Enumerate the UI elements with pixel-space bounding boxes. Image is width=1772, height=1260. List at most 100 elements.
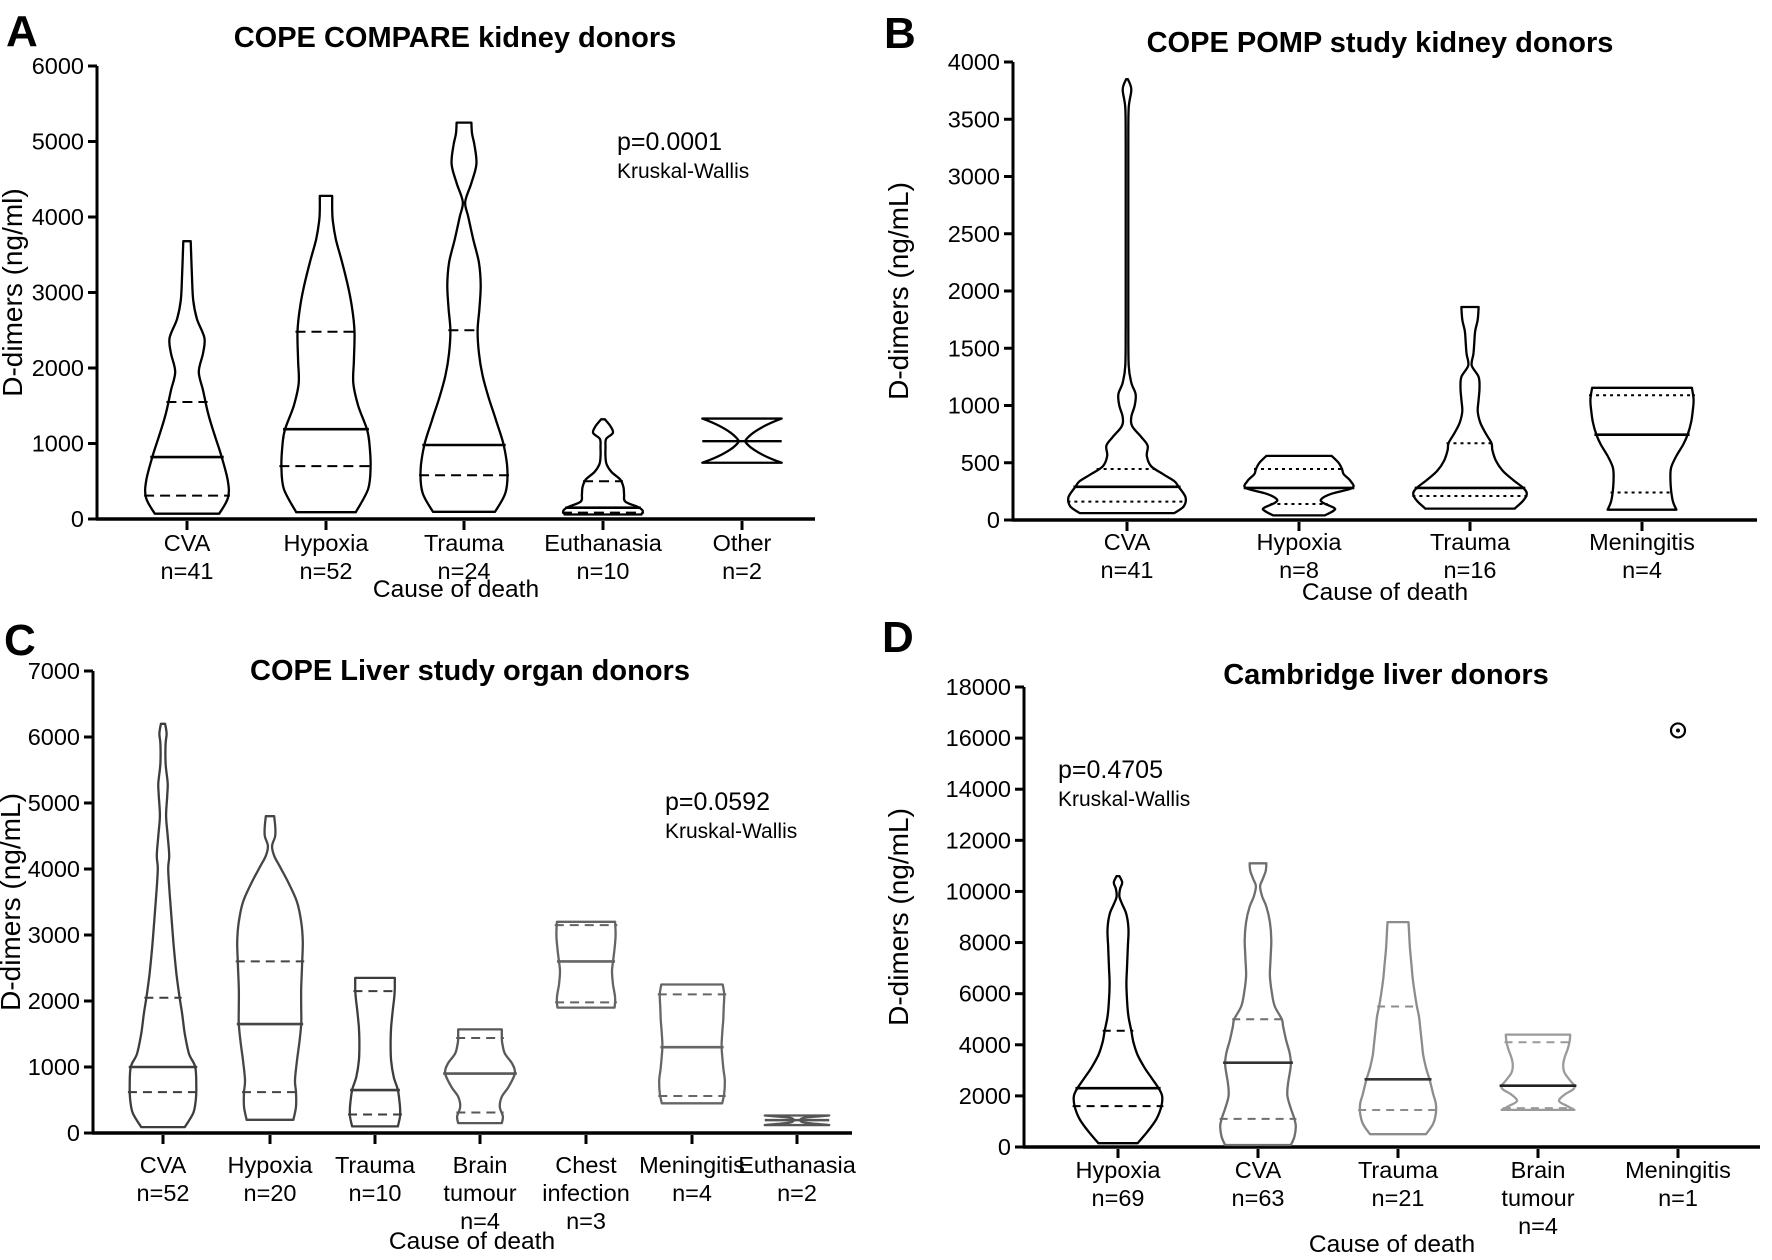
category-label: CVA	[1235, 1157, 1282, 1183]
category-label: CVA	[1104, 529, 1151, 555]
category-label: Trauma	[424, 530, 505, 556]
violin-trauma	[348, 976, 402, 1128]
category-label: Euthanasia	[738, 1152, 857, 1178]
category-label: Hypoxia	[1076, 1157, 1162, 1183]
category-label: CVA	[164, 530, 211, 556]
p-value: p=0.0001	[617, 128, 722, 156]
violin-cva	[1067, 78, 1187, 515]
category-label: Euthanasia	[544, 530, 663, 556]
y-axis-label: D-dimers (ng/mL)	[883, 182, 914, 400]
violin-brain-tumour	[1500, 1033, 1576, 1112]
violin-cva	[128, 722, 198, 1129]
x-axis-label: Cause of death	[1309, 1231, 1475, 1258]
y-tick-label: 2000	[32, 355, 84, 381]
category-label: Other	[713, 530, 772, 556]
panel-title: Cambridge liver donors	[1223, 659, 1549, 691]
category-label: Meningitis	[639, 1152, 745, 1178]
panel-letter: D	[882, 613, 914, 662]
y-tick-label: 2000	[28, 988, 80, 1014]
y-tick-label: 14000	[946, 776, 1011, 802]
panel-title: COPE Liver study organ donors	[250, 655, 690, 687]
y-tick-label: 1500	[948, 335, 1000, 361]
y-axis-label: D-dimers (ng/ml)	[0, 188, 28, 396]
category-label: Trauma	[1430, 529, 1511, 555]
category-n: n=24	[438, 558, 491, 584]
y-tick-label: 4000	[959, 1032, 1011, 1058]
panel-C: C COPE Liver study organ donors p=0.0592Kr…	[0, 616, 857, 1255]
violin-hypoxia	[1243, 454, 1355, 517]
p-value: p=0.0592	[665, 788, 770, 816]
category-n: n=4	[1518, 1213, 1558, 1239]
stat-test-name: Kruskal-Wallis	[665, 820, 797, 843]
y-tick-label: 4000	[32, 204, 84, 230]
category-n: n=4	[672, 1180, 712, 1206]
violin-other	[701, 417, 783, 464]
violin-chest-infection	[555, 920, 617, 1009]
category-n: n=1	[1658, 1185, 1698, 1211]
panel-letter: A	[6, 7, 38, 56]
violin-hypoxia	[280, 194, 372, 514]
category-label: Hypoxia	[1257, 529, 1343, 555]
violin-meningitis	[1589, 386, 1695, 511]
y-tick-label: 3000	[28, 922, 80, 948]
category-label: Hypoxia	[284, 530, 370, 556]
category-label: Trauma	[1358, 1157, 1439, 1183]
y-tick-label: 4000	[28, 856, 80, 882]
category-label: Brain	[453, 1152, 508, 1178]
y-tick-label: 3000	[948, 164, 1000, 190]
category-n: n=69	[1092, 1185, 1145, 1211]
y-tick-label: 1000	[28, 1054, 80, 1080]
category-label: CVA	[140, 1152, 187, 1178]
panel-letter: B	[884, 9, 916, 58]
data-point-circle	[1669, 722, 1687, 739]
violin-trauma	[419, 121, 509, 513]
category-n: n=21	[1372, 1185, 1425, 1211]
y-tick-label: 5000	[28, 790, 80, 816]
category-n: n=8	[1279, 557, 1319, 583]
y-tick-label: 10000	[946, 878, 1011, 904]
category-n: n=10	[349, 1180, 402, 1206]
category-n: n=4	[460, 1208, 500, 1234]
stat-test-name: Kruskal-Wallis	[617, 160, 749, 183]
y-tick-label: 0	[987, 507, 1000, 533]
category-label: infection	[542, 1180, 630, 1206]
violin-euthanasia	[763, 1114, 831, 1127]
p-value: p=0.4705	[1058, 756, 1163, 784]
y-tick-label: 3000	[32, 280, 84, 306]
category-label: Brain	[1511, 1157, 1566, 1183]
category-n: n=16	[1444, 557, 1497, 583]
category-n: n=2	[722, 558, 762, 584]
panel-letter: C	[4, 616, 36, 665]
category-n: n=20	[244, 1180, 297, 1206]
y-axis-label: D-dimers (ng/mL)	[883, 808, 914, 1026]
y-tick-label: 4000	[948, 49, 1000, 75]
y-tick-label: 12000	[946, 827, 1011, 853]
category-label: Chest	[555, 1152, 617, 1178]
category-n: n=52	[300, 558, 353, 584]
violin-cva	[143, 240, 231, 515]
y-tick-label: 1000	[948, 393, 1000, 419]
category-n: n=63	[1232, 1185, 1285, 1211]
category-n: n=52	[137, 1180, 190, 1206]
y-tick-label: 5000	[32, 129, 84, 155]
category-n: n=41	[1101, 557, 1154, 583]
violin-brain-tumour	[443, 1028, 517, 1125]
violin-meningitis	[658, 983, 726, 1105]
violin-trauma	[1358, 920, 1438, 1136]
panel-title: COPE POMP study kidney donors	[1147, 27, 1614, 59]
y-tick-label: 2500	[948, 221, 1000, 247]
x-axis-label: Cause of death	[373, 576, 539, 603]
y-tick-label: 2000	[948, 278, 1000, 304]
y-tick-label: 7000	[28, 658, 80, 684]
x-axis-label: Cause of death	[1302, 579, 1468, 606]
y-tick-label: 500	[961, 450, 1000, 476]
category-label: tumour	[1501, 1185, 1574, 1211]
y-tick-label: 18000	[946, 674, 1011, 700]
y-tick-label: 3500	[948, 106, 1000, 132]
y-tick-label: 8000	[959, 930, 1011, 956]
